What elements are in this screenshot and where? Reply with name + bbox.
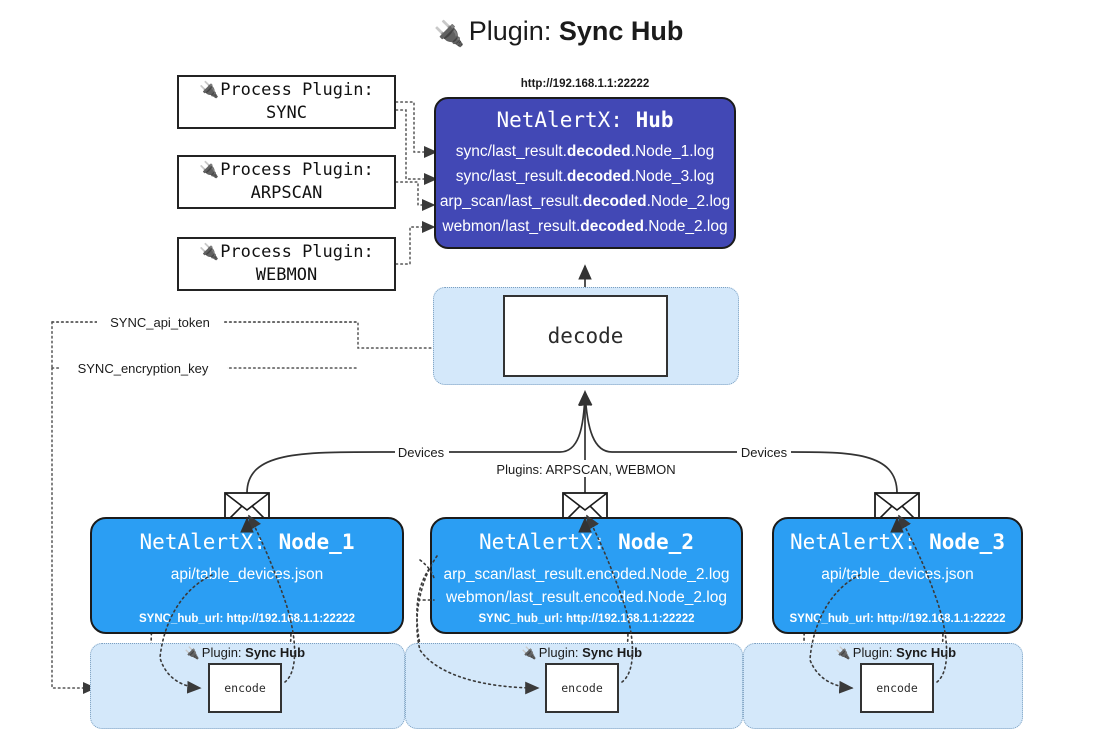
node-lines: api/table_devices.json — [821, 566, 974, 584]
node-box-node-2[interactable]: NetAlertX: Node_2 arp_scan/last_result.e… — [430, 517, 743, 634]
encode-plugin-prefix: Plugin: — [852, 645, 897, 660]
encode-plugin-name: Sync Hub — [582, 645, 643, 660]
node-line: api/table_devices.json — [821, 566, 974, 583]
node-header-prefix: NetAlertX: — [139, 530, 279, 554]
encode-plugin-prefix: Plugin: — [538, 645, 583, 660]
encode-label: encode — [876, 681, 918, 695]
node-line: arp_scan/last_result.encoded.Node_2.log — [443, 566, 730, 583]
page-title-name: Sync Hub — [558, 16, 684, 46]
node-box-node-1[interactable]: NetAlertX: Node_1 api/table_devices.json… — [90, 517, 404, 634]
plug-icon: 🔌 — [199, 80, 220, 100]
plug-icon: 🔌 — [184, 646, 200, 660]
node-footer: SYNC_hub_url: http://192.168.1.1:22222 — [478, 613, 695, 625]
label-bg-api-token — [97, 313, 224, 331]
hub-log-pre: sync/last_result. — [455, 143, 567, 160]
edge-label-devices-right: Devices — [741, 445, 788, 460]
hub-node[interactable]: NetAlertX: Hub sync/last_result.decoded.… — [434, 97, 736, 249]
hub-url-label: http://192.168.1.1:22222 — [520, 78, 650, 90]
node-footer: SYNC_hub_url: http://192.168.1.1:22222 — [138, 613, 356, 625]
node-line: api/table_devices.json — [170, 566, 324, 583]
plug-icon: 🔌 — [433, 20, 465, 48]
edge-webmon-to-log4 — [395, 221, 436, 265]
edge-label-plugins-middle: Plugins: ARPSCAN, WEBMON — [496, 462, 675, 477]
page-title-prefix: Plugin: — [468, 16, 559, 46]
process-plugin-name: WEBMON — [255, 265, 318, 285]
hub-log-line: sync/last_result.decoded.Node_1.log — [456, 139, 714, 164]
encode-plugin-label-node-2: 🔌Plugin: Sync Hub — [487, 645, 677, 660]
edge-label-sync-encryption-key: SYNC_encryption_key — [78, 361, 209, 376]
label-bg-devices-right — [737, 443, 791, 460]
encode-box-node-2[interactable]: encode — [545, 663, 619, 713]
process-plugin-name: ARPSCAN — [250, 183, 323, 203]
hub-log-em: decoded — [580, 218, 644, 236]
node-header-prefix: NetAlertX: — [479, 530, 619, 554]
node-header-name: Node_2 — [618, 530, 694, 554]
node-header: NetAlertX: Node_2 — [479, 530, 694, 554]
hub-log-em: decoded — [582, 193, 647, 211]
edge-sync-to-log2 — [395, 109, 438, 185]
node-header-name: Node_1 — [278, 530, 355, 554]
decode-box[interactable]: decode — [503, 295, 668, 377]
process-plugin-name: SYNC — [266, 103, 307, 123]
node-box-node-3[interactable]: NetAlertX: Node_3 api/table_devices.json… — [772, 517, 1023, 634]
hub-header-prefix: NetAlertX: — [496, 108, 636, 132]
edge-sync-to-log1 — [395, 101, 438, 158]
hub-log-em: decoded — [566, 168, 631, 186]
hub-log-post: .Node_2.log — [646, 193, 731, 211]
node-header-prefix: NetAlertX: — [790, 530, 930, 554]
plug-icon: 🔌 — [835, 646, 851, 660]
hub-log-pre: webmon/last_result. — [442, 218, 581, 236]
encode-plugin-label-node-3: 🔌Plugin: Sync Hub — [801, 645, 991, 660]
hub-log-line: webmon/last_result.decoded.Node_2.log — [442, 214, 727, 239]
hub-log-post: .Node_2.log — [643, 218, 728, 236]
node-lines: arp_scan/last_result.encoded.Node_2.log … — [443, 566, 729, 607]
encode-label: encode — [561, 681, 603, 695]
edge-node1-to-decode — [246, 390, 592, 494]
edge-sync-encryption-key — [51, 367, 97, 694]
hub-log-pre: sync/last_result. — [455, 168, 567, 186]
encode-box-node-3[interactable]: encode — [860, 663, 934, 713]
hub-log-post: .Node_3.log — [630, 168, 715, 186]
plug-icon: 🔌 — [521, 646, 537, 660]
hub-header: NetAlertX: Hub — [496, 108, 673, 132]
process-plugin-title: Process Plugin: — [220, 160, 374, 181]
node-footer: SYNC_hub_url: http://192.168.1.1:22222 — [789, 613, 1006, 625]
plug-icon: 🔌 — [199, 242, 220, 262]
node-line: webmon/last_result.encoded.Node_2.log — [446, 589, 727, 606]
label-bg-encryption-key — [60, 359, 227, 377]
encode-plugin-name: Sync Hub — [245, 645, 306, 660]
edge-label-sync-api-token: SYNC_api_token — [110, 315, 210, 330]
plug-icon: 🔌 — [199, 160, 220, 180]
node-header: NetAlertX: Node_1 — [140, 530, 355, 554]
hub-header-name: Hub — [635, 108, 674, 132]
label-bg-devices-left — [395, 443, 449, 460]
process-plugin-box-arpscan[interactable]: 🔌Process Plugin: ARPSCAN — [177, 155, 396, 209]
hub-log-pre: arp_scan/last_result. — [439, 193, 583, 211]
hub-log-post: .Node_1.log — [630, 143, 715, 160]
encode-box-node-1[interactable]: encode — [208, 663, 282, 713]
process-plugin-title: Process Plugin: — [220, 242, 374, 263]
edge-label-devices-left: Devices — [398, 445, 445, 460]
encode-plugin-prefix: Plugin: — [201, 645, 246, 660]
node-header: NetAlertX: Node_3 — [790, 530, 1005, 554]
decode-label: decode — [547, 324, 624, 348]
process-plugin-box-sync[interactable]: 🔌Process Plugin: SYNC — [177, 75, 396, 129]
process-plugin-box-webmon[interactable]: 🔌Process Plugin: WEBMON — [177, 237, 396, 291]
encode-label: encode — [224, 681, 266, 695]
encode-plugin-name: Sync Hub — [896, 645, 957, 660]
page-title: 🔌Plugin: Sync Hub — [0, 16, 1117, 49]
edge-node3-to-decode — [578, 390, 898, 494]
process-plugin-title: Process Plugin: — [220, 80, 374, 101]
node-lines: api/table_devices.json — [171, 566, 324, 584]
label-bg-plugins-mid — [505, 460, 668, 477]
hub-log-line: sync/last_result.decoded.Node_3.log — [456, 164, 714, 189]
node-header-name: Node_3 — [929, 530, 1005, 554]
encode-plugin-label-node-1: 🔌Plugin: Sync Hub — [150, 645, 340, 660]
hub-log-line: arp_scan/last_result.decoded.Node_2.log — [440, 189, 730, 214]
hub-log-em: decoded — [566, 143, 631, 160]
edge-arpscan-to-log3 — [395, 181, 436, 211]
